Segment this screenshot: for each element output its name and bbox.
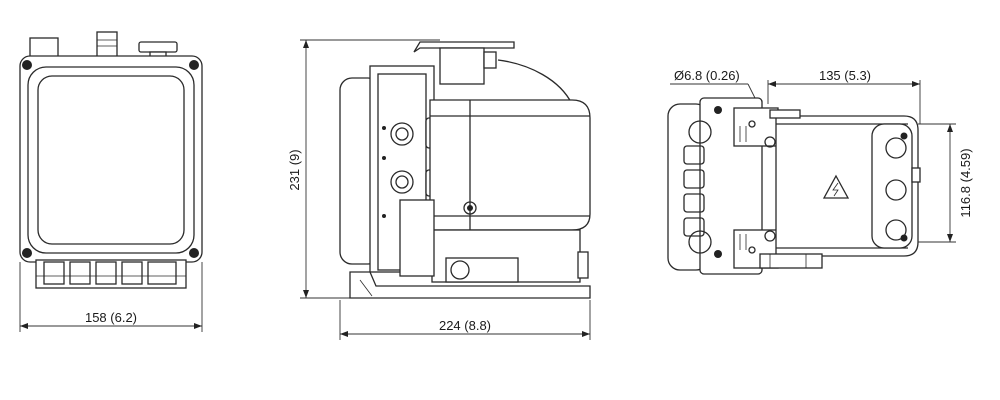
side-view: 231 (9)	[287, 39, 591, 340]
top-height-label: 116.8 (4.59)	[958, 148, 973, 217]
high-voltage-warning-icon	[822, 174, 850, 199]
front-view: 158 (6.2)	[19, 31, 203, 332]
side-depth-label: 224 (8.8)	[439, 318, 491, 333]
top-view: 135 (5.3) Ø6.8 (0.26)	[667, 68, 973, 275]
top-spacing-label: 135 (5.3)	[819, 68, 871, 83]
hole-diameter-label: Ø6.8 (0.26)	[674, 68, 740, 83]
front-width-label: 158 (6.2)	[85, 310, 137, 325]
side-height-label: 231 (9)	[287, 149, 302, 190]
